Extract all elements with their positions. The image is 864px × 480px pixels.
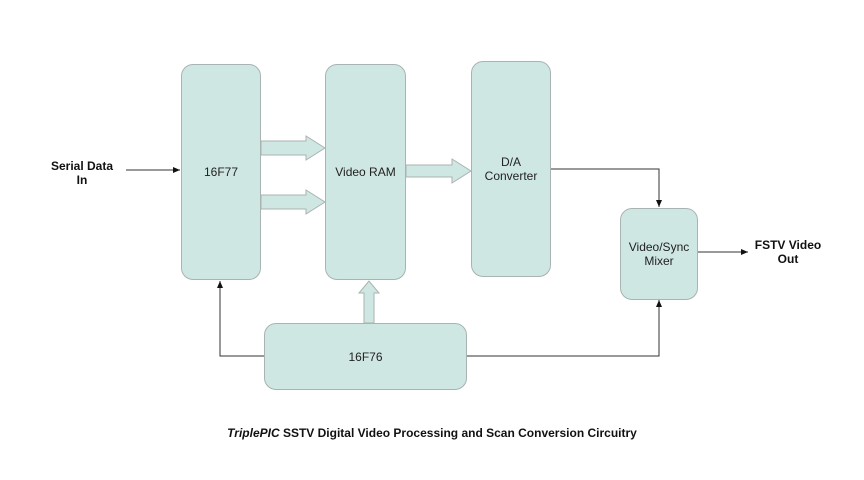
serial-data-in-label: Serial Data In [50,159,114,187]
fstv-video-out-label: FSTV Video Out [754,238,822,266]
caption-rest: SSTV Digital Video Processing and Scan C… [279,426,637,440]
block-16f76: 16F76 [264,323,467,390]
block-video-ram: Video RAM [325,64,406,280]
16f76-to-mixer-line [466,300,662,357]
block-16f77: 16F77 [181,64,261,280]
diagram-caption: TriplePIC SSTV Digital Video Processing … [0,426,864,440]
caption-italic: TriplePIC [227,426,280,440]
bus-arrow-ram-to-da [405,158,472,184]
16f76-to-16f77-line [217,281,264,357]
block-video-sync-mixer: Video/Sync Mixer [620,208,698,300]
bus-arrow-16f76-to-ram [357,280,381,324]
bus-arrow-lower [260,189,326,215]
block-da-converter: D/A Converter [471,61,551,277]
bus-arrow-upper [260,135,326,161]
da-to-mixer-line [550,168,662,207]
